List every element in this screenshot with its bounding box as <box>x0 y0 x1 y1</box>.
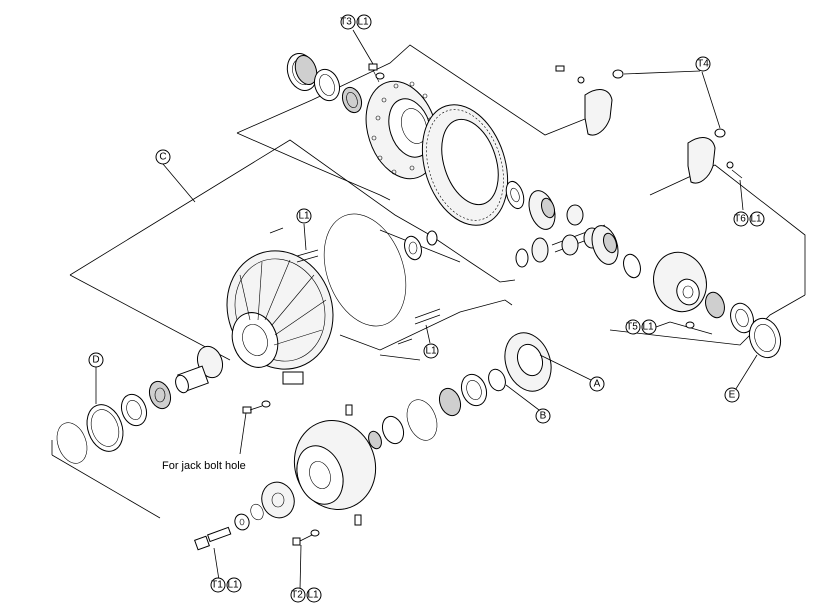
side-bearing-race-lower <box>460 373 488 407</box>
pinion-bearing-outer <box>286 53 318 91</box>
side-gear-washer-lower <box>515 237 549 268</box>
callout-t2-l1: T2 L1 <box>290 587 322 603</box>
bolt-t5 <box>669 321 713 335</box>
callout-b: B <box>535 408 551 424</box>
callout-t1-l1-letter: L1 <box>227 580 239 591</box>
bearing-race-upper <box>313 68 341 102</box>
assembly-frame-ring-gear <box>236 44 596 201</box>
spacer-lower <box>368 415 405 450</box>
callout-t5-l1-letter: L1 <box>642 322 654 333</box>
adjusting-shim-d <box>86 404 124 452</box>
callout-t1-l1: T1 L1 <box>210 577 242 593</box>
callout-t5-letter: T5 <box>626 322 638 333</box>
callout-l1-upper: L1 <box>296 208 312 224</box>
ring-gear <box>421 104 509 226</box>
callout-c: C <box>155 149 171 165</box>
jack-bolt <box>242 400 271 414</box>
callout-leaders <box>95 29 758 591</box>
callout-l1-letter: L1 <box>357 17 369 28</box>
callout-t2-letter: T2 <box>291 590 303 601</box>
callout-b-letter: B <box>540 411 547 422</box>
differential-case <box>365 80 439 180</box>
callout-l1-lower-letter: L1 <box>425 346 437 357</box>
callout-l1-upper-letter: L1 <box>298 211 310 222</box>
pinion-rear-race <box>120 393 148 427</box>
callout-t6-letter: T6 <box>734 214 746 225</box>
callout-a-letter: A <box>594 379 601 390</box>
carrier-studs <box>269 227 441 345</box>
callout-t4: T4 <box>695 56 711 72</box>
carrier-gasket <box>323 213 407 327</box>
drive-pinion-nut-bolt <box>194 526 232 551</box>
bearing-cap-lower <box>687 128 743 184</box>
callout-d-letter: D <box>92 355 99 366</box>
bearing-cap-upper <box>555 65 624 136</box>
companion-flange <box>261 481 295 519</box>
callout-c-letter: C <box>159 152 166 163</box>
callout-t4-letter: T4 <box>697 59 709 70</box>
callout-t5-l1: T5 L1 <box>625 319 657 335</box>
o-ring-lower <box>406 399 438 441</box>
callout-t6-l1: T6 L1 <box>733 211 765 227</box>
side-bearing-lower <box>438 387 462 417</box>
jack-bolt-note: For jack bolt hole <box>162 460 246 472</box>
differential-case-right <box>653 251 707 313</box>
callout-a: A <box>589 376 605 392</box>
rear-cover <box>293 404 377 526</box>
side-gear-washer-left <box>505 180 525 210</box>
drive-pinion <box>175 345 224 394</box>
side-retainer-a <box>504 332 552 392</box>
callout-l1-lower: L1 <box>423 343 439 359</box>
pinion-front-bearing <box>404 230 438 261</box>
bearing-cone-right <box>705 291 725 319</box>
o-ring-small <box>250 503 264 521</box>
bolt-t2 <box>292 529 320 546</box>
callout-t2-l1-letter: L1 <box>307 590 319 601</box>
bearing-cone-upper <box>341 86 363 114</box>
gear-carrier-housing <box>226 250 334 385</box>
callout-t6-l1-letter: L1 <box>750 214 762 225</box>
side-bearing-adjuster-e <box>748 317 782 359</box>
o-ring-b <box>488 368 506 392</box>
bolt-t3 <box>368 63 385 83</box>
callout-e-letter: E <box>729 390 736 401</box>
callout-d: D <box>88 352 104 368</box>
washer-flange <box>234 513 250 531</box>
bearing-race-right <box>730 302 754 334</box>
pinion-rear-bearing <box>148 380 172 410</box>
side-gear-right <box>591 225 619 265</box>
callout-t3-l1: T3 L1 <box>340 14 372 30</box>
callout-t1-letter: T1 <box>211 580 223 591</box>
thrust-washer-right <box>623 253 641 279</box>
side-gear-left <box>528 190 556 230</box>
callout-e: E <box>724 387 740 403</box>
o-ring-left <box>56 422 88 464</box>
assembly-frame-lower <box>51 299 513 519</box>
callout-t3-letter: T3 <box>340 17 352 28</box>
assembly-frame-carrier <box>69 139 431 361</box>
